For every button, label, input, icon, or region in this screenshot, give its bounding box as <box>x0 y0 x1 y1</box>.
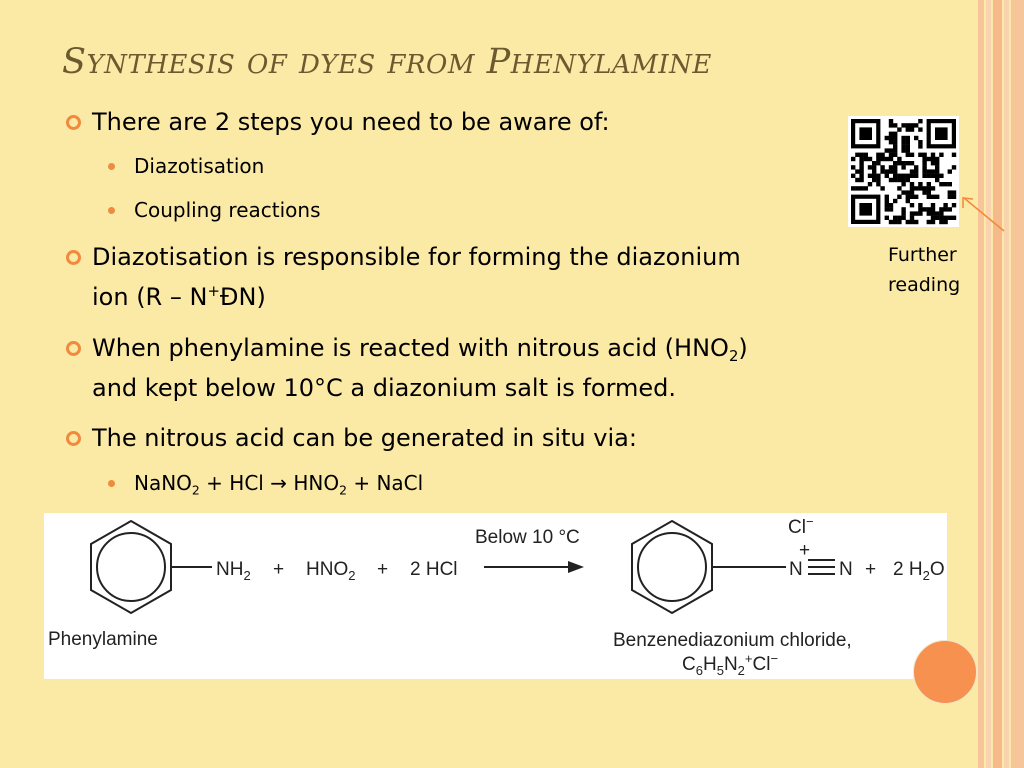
nitrogen-atom: N <box>839 559 853 580</box>
sub-bullet-diazotisation: Diazotisation <box>108 151 264 181</box>
border-stripe <box>978 0 984 768</box>
product-label: Benzenediazonium chloride, <box>613 630 852 651</box>
border-stripe <box>1011 0 1024 768</box>
title-word: FROM <box>387 50 475 80</box>
bullet-in-situ: The nitrous acid can be generated in sit… <box>66 418 637 458</box>
slide-title: SYNTHESIS OF DYES FROM PHENYLAMINE <box>62 42 712 82</box>
water: 2 H2O <box>893 559 945 583</box>
plus-sign: + <box>377 559 388 580</box>
amine-group: NH2 <box>216 559 251 583</box>
nitrous-acid: HNO2 <box>306 559 355 583</box>
border-stripe <box>986 0 991 768</box>
sub-bullet-equation: NaNO2 + HCl → HNO2 + NaCl <box>108 468 423 498</box>
further-reading-label: Further reading <box>888 244 961 296</box>
reaction-condition: Below 10 °C <box>475 527 580 548</box>
bullet-steps: There are 2 steps you need to be aware o… <box>66 102 610 142</box>
title-word: OF <box>246 50 288 80</box>
benzene-ring-icon <box>631 519 713 615</box>
positive-charge: + <box>799 540 810 561</box>
hydrochloric-acid: 2 HCl <box>410 559 458 580</box>
title-word: SYNTHESIS <box>62 42 236 82</box>
triple-bond <box>808 559 835 575</box>
bullet-diazotisation: Diazotisation is responsible for forming… <box>66 237 741 317</box>
title-word: PHENYLAMINE <box>486 42 712 82</box>
arrow-icon: → <box>270 471 287 495</box>
benzene-ring-icon <box>90 519 172 615</box>
bullet-nitrous-acid: When phenylamine is reacted with nitrous… <box>66 328 748 408</box>
plus-sign: + <box>865 559 876 580</box>
dot-bullet-icon <box>108 207 115 214</box>
reactant-label: Phenylamine <box>48 629 158 650</box>
plus-sign: + <box>273 559 284 580</box>
border-stripe <box>1004 0 1009 768</box>
qr-code[interactable] <box>848 116 959 227</box>
sub-bullet-coupling: Coupling reactions <box>108 195 320 225</box>
dot-bullet-icon <box>108 163 115 170</box>
ring-bullet-icon <box>66 431 81 446</box>
ring-bullet-icon <box>66 341 81 356</box>
dot-bullet-icon <box>108 480 115 487</box>
ring-bullet-icon <box>66 115 81 130</box>
nitrogen-atom: N <box>789 559 803 580</box>
border-stripe <box>993 0 1002 768</box>
title-word: DYES <box>298 50 376 80</box>
chloride-ion: Cl− <box>788 514 814 538</box>
pointer-arrow-icon <box>962 197 1005 232</box>
reaction-arrow-icon <box>568 561 584 573</box>
ring-bullet-icon <box>66 250 81 265</box>
product-formula: C6H5N2+Cl− <box>682 651 778 678</box>
reaction-diagram: NH2 + HNO2 + 2 HCl Below 10 °C Cl− + N N… <box>44 513 947 679</box>
decorative-circle <box>913 640 977 704</box>
